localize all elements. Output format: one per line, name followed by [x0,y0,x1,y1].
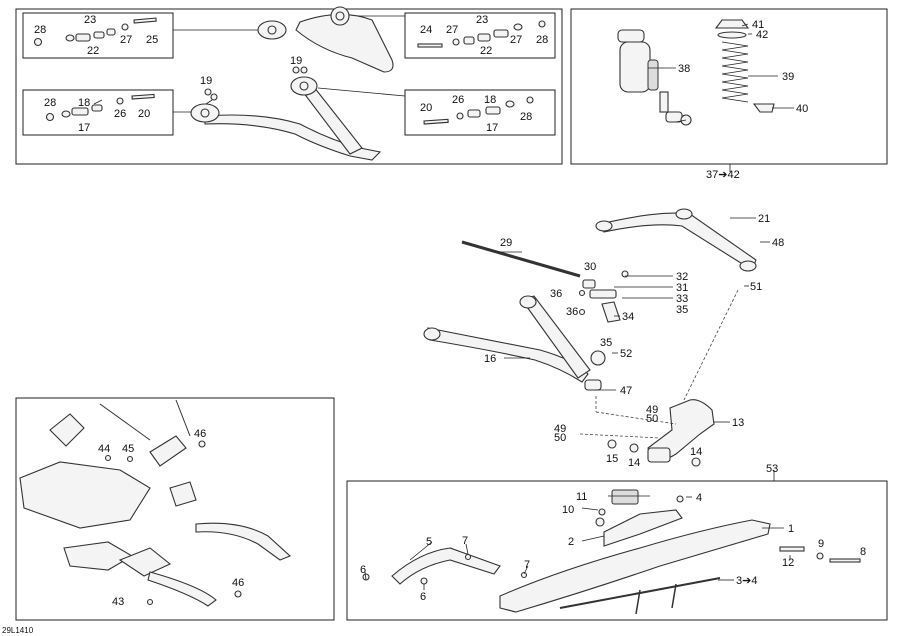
callout-27-b: 27 [446,24,458,36]
callout-35-a: 35 [676,304,688,316]
callout-13: 13 [732,417,744,429]
callout-32: 32 [676,271,688,283]
callout-41: 41 [752,19,764,31]
spindle-illustration [607,399,715,467]
callout-53: 53 [766,463,778,475]
callout-27-c: 27 [510,34,522,46]
callout-25: 25 [146,34,158,46]
callout-28-d: 28 [520,111,532,123]
callout-28-c: 28 [44,97,56,109]
callout-38: 38 [678,63,690,75]
callout-9: 9 [818,538,824,550]
callout-21: 21 [758,213,770,225]
upper-a-arm-main [595,208,757,272]
ski-illustration [362,489,861,615]
callout-17-b: 17 [486,122,498,134]
callout-46-a: 46 [194,428,206,440]
callout-2: 2 [568,536,574,548]
callout-48: 48 [772,237,784,249]
callout-30: 30 [584,261,596,273]
shock-detail-frame [570,8,888,165]
callout-20-a: 20 [138,108,150,120]
upper-a-arm-detail-frame [15,8,563,165]
callout-18-a: 18 [78,97,90,109]
callout-4: 4 [696,492,702,504]
callout-6-a: 6 [360,564,366,576]
callout-14-b: 14 [628,457,640,469]
callout-29: 29 [500,237,512,249]
ski-detail-frame [346,480,888,621]
detail-box-top-right [404,12,556,59]
callout-11: 11 [576,491,587,503]
vehicle-front-frame-illustration [19,399,292,607]
callout-36-b: 36 [566,306,578,318]
spring-illustration [714,19,775,113]
lower-a-arm-main [423,295,591,383]
callout-18-b: 18 [484,94,496,106]
callout-31: 31 [676,282,688,294]
callout-12: 12 [782,557,794,569]
callout-17-a: 17 [78,122,90,134]
callout-8: 8 [860,546,866,558]
callout-40: 40 [796,103,808,115]
hardware-set-bottom-right [423,96,534,125]
callout-33: 33 [676,293,688,305]
frame-location-detail-frame [15,397,335,621]
callout-6-b: 6 [420,591,426,603]
callout-42: 42 [756,29,768,41]
callout-44: 44 [98,443,110,455]
callout-50-a: 50 [646,413,658,425]
detail-box-bottom-left [22,89,174,136]
callout-28-a: 28 [34,24,46,36]
callout-5: 5 [426,536,432,548]
callout-34: 34 [622,311,634,323]
callout-14-a: 14 [690,446,702,458]
lower-a-arm-illustration [190,66,382,161]
callout-27-a: 27 [120,34,132,46]
callout-26-b: 26 [452,94,464,106]
hardware-set-bottom-left [45,93,155,122]
callout-15: 15 [606,453,618,465]
callout-26-a: 26 [114,108,126,120]
callout-36-a: 36 [550,288,562,300]
callout-39: 39 [782,71,794,83]
shock-absorber-illustration [617,29,692,126]
callout-43: 43 [112,596,124,608]
hardware-set-top-right [417,20,546,48]
callout-51: 51 [750,281,762,293]
callout-49-b: 49 [554,423,566,435]
callout-23-a: 23 [84,14,96,26]
callout-22-b: 22 [480,45,492,57]
callout-35-b: 35 [600,337,612,349]
callout-1: 1 [788,523,794,535]
callout-3-4: 3➔4 [736,575,757,587]
callout-28-b: 28 [536,34,548,46]
sway-bar-rod [461,240,581,278]
hardware-set-top-left [33,17,157,47]
callout-50-b: 50 [554,432,566,444]
callout-49-a: 49 [646,404,658,416]
steering-arm-brackets [578,270,629,391]
callout-23-b: 23 [476,14,488,26]
diagram-code: 29L1410 [2,626,34,635]
callout-24: 24 [420,24,432,36]
callout-45: 45 [122,443,134,455]
callout-7-b: 7 [524,559,530,571]
callout-46-b: 46 [232,577,244,589]
upper-a-arm-illustration [257,6,394,73]
callout-10: 10 [562,504,574,516]
callout-22-a: 22 [87,45,99,57]
callout-47: 47 [620,385,632,397]
callout-7-a: 7 [462,535,468,547]
callout-37-42: 37➔42 [706,169,740,181]
detail-box-bottom-right [404,89,556,136]
callout-52: 52 [620,348,632,360]
detail-box-top-left [22,12,174,59]
callout-16: 16 [484,353,496,365]
callout-20-b: 20 [420,102,432,114]
callout-19-b: 19 [200,75,212,87]
callout-19-a: 19 [290,55,302,67]
